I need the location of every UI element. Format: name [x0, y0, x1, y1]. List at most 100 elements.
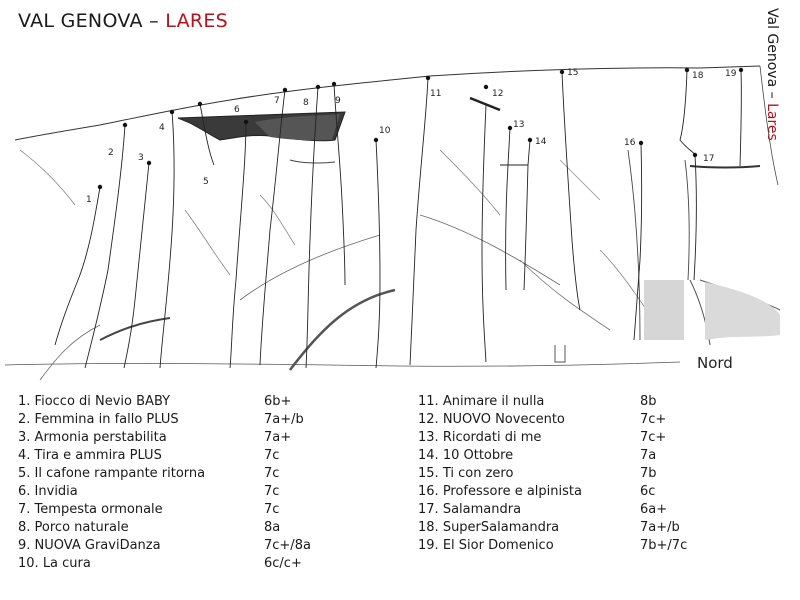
legend-route-name: 18. SuperSalamandra — [418, 520, 560, 535]
legend-row: 2. Femmina in fallo PLUS 7a+/b — [18, 411, 311, 429]
legend-route-name: 12. NUOVO Novecento — [418, 412, 565, 427]
legend-route-name: 19. El Sior Domenico — [418, 538, 554, 553]
legend-route-name: 14. 10 Ottobre — [418, 448, 514, 463]
legend-row: 9. NUOVA GraviDanza 7c+/8a — [18, 537, 311, 555]
route-line-1 — [54, 186, 101, 346]
rock-crack — [239, 234, 381, 301]
compass-label: Nord — [697, 354, 733, 372]
route-anchor-16 — [638, 140, 644, 146]
route-number-13: 13 — [513, 120, 524, 130]
route-anchor-14 — [527, 137, 533, 143]
legend-route-grade: 7c — [264, 448, 280, 463]
legend-route-grade: 7c — [264, 466, 280, 481]
route-number-7: 7 — [274, 96, 280, 106]
route-anchor-13 — [507, 125, 513, 131]
route-number-8: 8 — [303, 98, 309, 108]
route-line-9 — [333, 83, 346, 286]
legend-route-grade: 7b — [640, 466, 657, 481]
route-legend-right: 11. Animare il nulla 8b 12. NUOVO Novecen… — [418, 393, 687, 555]
legend-route-name: 17. Salamandra — [418, 502, 522, 517]
route-anchor-5 — [197, 101, 203, 107]
legend-route-name: 8. Porco naturale — [18, 520, 129, 535]
legend-route-grade: 7c — [264, 502, 280, 517]
legend-route-name: 5. Il cafone rampante ritorna — [18, 466, 206, 481]
legend-route-grade: 8b — [640, 394, 657, 409]
crag-right-edge — [759, 65, 779, 186]
route-line-10 — [375, 139, 381, 369]
legend-route-name: 16. Professore e alpinista — [418, 484, 582, 499]
legend-route-name: 2. Femmina in fallo PLUS — [18, 412, 179, 427]
page-title: VAL GENOVA – LARES — [18, 10, 228, 32]
legend-route-grade: 6a+ — [640, 502, 668, 517]
legend-route-grade: 7c+/8a — [264, 538, 311, 553]
route-line-5 — [199, 103, 215, 166]
legend-route-name: 1. Fiocco di Nevio BABY — [18, 394, 171, 409]
legend-row: 5. Il cafone rampante ritorna 7c — [18, 465, 311, 483]
route-line-6 — [229, 121, 247, 369]
route-line-19 — [739, 69, 742, 167]
route-number-5: 5 — [203, 177, 209, 187]
route-number-11: 11 — [430, 89, 441, 99]
ledge — [689, 165, 761, 169]
ledge — [469, 96, 501, 112]
legend-route-grade: 7a+/b — [264, 412, 304, 427]
rock-crack — [559, 159, 601, 201]
crag-base-line — [4, 361, 681, 367]
route-line-16 — [633, 142, 643, 341]
legend-route-name: 13. Ricordati di me — [418, 430, 542, 445]
legend-row: 15. Ti con zero 7b — [418, 465, 687, 483]
legend-route-grade: 7a+/b — [640, 520, 680, 535]
route-line-7 — [259, 89, 286, 366]
route-line-11 — [409, 77, 429, 366]
legend-route-name: 11. Animare il nulla — [418, 394, 545, 409]
route-line-2 — [84, 124, 126, 369]
legend-route-grade: 6b+ — [264, 394, 292, 409]
legend-route-grade: 7c — [264, 484, 280, 499]
route-number-3: 3 — [138, 153, 144, 163]
pillar-outline — [684, 159, 690, 281]
legend-route-name: 10. La cura — [18, 556, 91, 571]
route-anchors — [97, 67, 744, 190]
route-line-4 — [159, 111, 175, 369]
route-line-3 — [123, 162, 150, 369]
route-anchor-10 — [373, 137, 379, 143]
legend-route-grade: 7a+ — [264, 430, 292, 445]
legend-row: 18. SuperSalamandra 7a+/b — [418, 519, 687, 537]
roof-shadow — [255, 114, 340, 141]
route-legend-left: 1. Fiocco di Nevio BABY 6b+ 2. Femmina in… — [18, 393, 311, 573]
route-number-2: 2 — [108, 148, 114, 158]
rock-crack — [19, 149, 76, 206]
route-number-15: 15 — [567, 68, 578, 78]
route-line-12 — [481, 104, 487, 363]
shaded-block — [644, 280, 684, 340]
route-anchor-17 — [692, 152, 698, 158]
route-line-17 — [693, 154, 697, 281]
route-anchor-1 — [97, 184, 103, 190]
route-anchor-7 — [282, 87, 288, 93]
crag-topo-drawing: 1 2 3 4 5 6 7 8 9 10 11 12 13 14 15 16 1… — [4, 65, 781, 381]
route-number-10: 10 — [379, 126, 391, 136]
route-anchor-2 — [122, 122, 128, 128]
legend-route-name: 4. Tira e ammira PLUS — [18, 448, 162, 463]
legend-route-name: 15. Ti con zero — [418, 466, 514, 481]
route-line-14 — [500, 139, 531, 291]
rock-crack — [184, 209, 231, 276]
rock-crack — [39, 324, 101, 381]
side-title: Val Genova – Lares — [764, 8, 780, 141]
legend-row: 17. Salamandra 6a+ — [418, 501, 687, 519]
route-line-15 — [561, 71, 581, 311]
legend-route-name: 9. NUOVA GraviDanza — [18, 538, 161, 553]
route-line-13 — [505, 127, 511, 291]
route-line-8 — [305, 86, 319, 369]
title-accent: LARES — [165, 10, 229, 32]
side-title-main: Val Genova — [764, 8, 780, 88]
rock-crack — [439, 149, 501, 216]
route-number-16: 16 — [624, 138, 636, 148]
